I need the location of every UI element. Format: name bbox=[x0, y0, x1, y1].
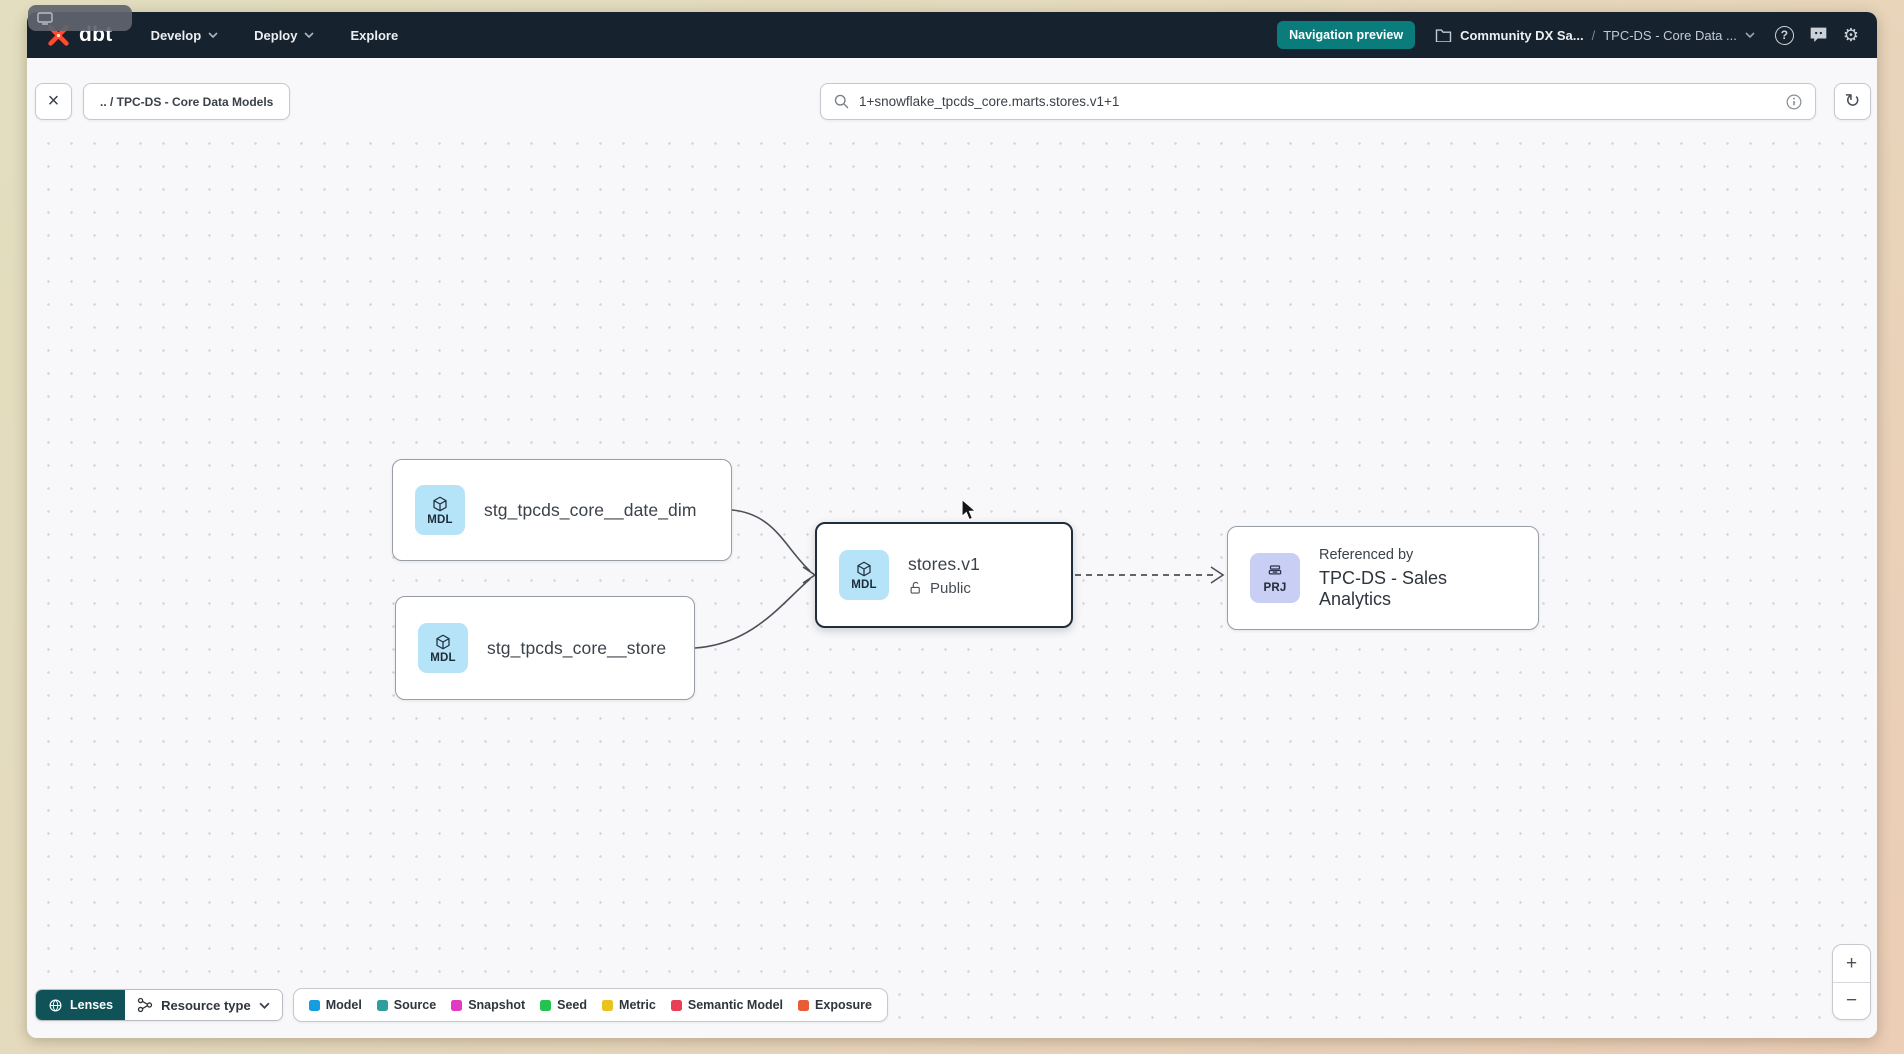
node-stg-tpcds-core-store[interactable]: MDL stg_tpcds_core__store bbox=[395, 596, 695, 700]
close-lineage-button[interactable]: × bbox=[35, 83, 72, 120]
badge-label: MDL bbox=[427, 514, 453, 526]
zoom-in-button[interactable]: + bbox=[1833, 945, 1870, 982]
lineage-breadcrumb-chip[interactable]: .. / TPC-DS - Core Data Models bbox=[83, 83, 290, 120]
zoom-out-button[interactable]: − bbox=[1833, 982, 1870, 1019]
lenses-button[interactable]: Lenses bbox=[36, 990, 125, 1020]
menu-explore-label: Explore bbox=[350, 28, 398, 43]
legend-item-snapshot: Snapshot bbox=[451, 998, 525, 1012]
search-icon bbox=[833, 93, 850, 110]
breadcrumb-separator: / bbox=[1592, 28, 1596, 43]
info-icon[interactable] bbox=[1785, 93, 1803, 111]
lens-icon bbox=[48, 998, 63, 1013]
node-label: stg_tpcds_core__store bbox=[487, 638, 666, 659]
node-label: TPC-DS - Sales Analytics bbox=[1319, 568, 1516, 610]
legend-item-model: Model bbox=[309, 998, 362, 1012]
breadcrumb-section[interactable]: TPC-DS - Core Data ... bbox=[1603, 28, 1737, 43]
lineage-selector-input[interactable] bbox=[859, 94, 1776, 109]
cube-icon bbox=[434, 633, 452, 651]
folder-icon bbox=[1435, 28, 1452, 42]
badge-label: MDL bbox=[851, 579, 877, 591]
legend-swatch bbox=[671, 1000, 682, 1011]
legend-swatch bbox=[377, 1000, 388, 1011]
legend-item-seed: Seed bbox=[540, 998, 587, 1012]
legend-label: Metric bbox=[619, 998, 656, 1012]
refresh-button[interactable]: ↻ bbox=[1834, 83, 1871, 120]
navigation-preview-badge[interactable]: Navigation preview bbox=[1277, 21, 1415, 49]
top-navbar: dbt Develop Deploy Explore Navigation pr… bbox=[27, 12, 1877, 58]
legend-swatch bbox=[451, 1000, 462, 1011]
lock-open-icon bbox=[908, 580, 923, 596]
legend-label: Exposure bbox=[815, 998, 872, 1012]
navbar-right: Navigation preview Community DX Sa... / … bbox=[1277, 21, 1859, 49]
chevron-down-icon[interactable] bbox=[1745, 32, 1755, 38]
monitor-icon bbox=[37, 12, 53, 25]
zoom-controls: + − bbox=[1832, 944, 1871, 1020]
model-badge: MDL bbox=[418, 623, 468, 673]
badge-label: PRJ bbox=[1264, 582, 1287, 594]
graph-icon bbox=[137, 997, 153, 1013]
legend-label: Snapshot bbox=[468, 998, 525, 1012]
lineage-canvas[interactable]: × .. / TPC-DS - Core Data Models ↻ MDL bbox=[27, 58, 1877, 1038]
project-breadcrumb[interactable]: Community DX Sa... / TPC-DS - Core Data … bbox=[1435, 28, 1755, 43]
node-stores-v1[interactable]: MDL stores.v1 Public bbox=[815, 522, 1073, 628]
help-icon[interactable]: ? bbox=[1775, 26, 1794, 45]
menu-deploy[interactable]: Deploy bbox=[254, 28, 314, 43]
legend-label: Model bbox=[326, 998, 362, 1012]
legend-label: Semantic Model bbox=[688, 998, 783, 1012]
lineage-search-bar bbox=[820, 83, 1816, 120]
cube-icon bbox=[431, 495, 449, 513]
lenses-label: Lenses bbox=[70, 998, 113, 1012]
legend-swatch bbox=[798, 1000, 809, 1011]
chevron-down-icon bbox=[304, 32, 314, 38]
node-kicker: Referenced by bbox=[1319, 547, 1516, 563]
cube-icon bbox=[855, 560, 873, 578]
resource-type-dropdown[interactable]: Resource type bbox=[125, 990, 282, 1020]
legend-item-metric: Metric bbox=[602, 998, 656, 1012]
node-stg-tpcds-core-date-dim[interactable]: MDL stg_tpcds_core__date_dim bbox=[392, 459, 732, 561]
project-badge: PRJ bbox=[1250, 553, 1300, 603]
screen-capture-indicator bbox=[28, 5, 132, 31]
app-window: dbt Develop Deploy Explore Navigation pr… bbox=[27, 12, 1877, 1038]
breadcrumb-project[interactable]: Community DX Sa... bbox=[1460, 28, 1584, 43]
lens-controls: Lenses Resource type bbox=[35, 989, 283, 1021]
legend-label: Source bbox=[394, 998, 436, 1012]
legend-swatch bbox=[540, 1000, 551, 1011]
feedback-icon[interactable] bbox=[1809, 26, 1828, 44]
legend-swatch bbox=[309, 1000, 320, 1011]
menu-develop-label: Develop bbox=[151, 28, 202, 43]
legend-item-source: Source bbox=[377, 998, 436, 1012]
canvas-footer-controls: Lenses Resource type Model bbox=[35, 988, 888, 1022]
resource-type-label: Resource type bbox=[161, 998, 251, 1013]
chevron-down-icon bbox=[208, 32, 218, 38]
menu-explore[interactable]: Explore bbox=[350, 28, 398, 43]
node-label: stg_tpcds_core__date_dim bbox=[484, 500, 697, 521]
legend-item-semantic-model: Semantic Model bbox=[671, 998, 783, 1012]
node-label: stores.v1 bbox=[908, 554, 980, 575]
visibility-label: Public bbox=[930, 580, 971, 597]
stack-icon bbox=[1266, 563, 1284, 581]
main-menu: Develop Deploy Explore bbox=[151, 28, 399, 43]
model-badge: MDL bbox=[415, 485, 465, 535]
gear-icon[interactable]: ⚙ bbox=[1843, 26, 1859, 44]
model-badge: MDL bbox=[839, 550, 889, 600]
menu-deploy-label: Deploy bbox=[254, 28, 297, 43]
legend-label: Seed bbox=[557, 998, 587, 1012]
resource-type-legend: Model Source Snapshot Seed Metric bbox=[293, 988, 888, 1022]
legend-item-exposure: Exposure bbox=[798, 998, 872, 1012]
node-referenced-by-sales-analytics[interactable]: PRJ Referenced by TPC-DS - Sales Analyti… bbox=[1227, 526, 1539, 630]
menu-develop[interactable]: Develop bbox=[151, 28, 219, 43]
navbar-icons: ? ⚙ bbox=[1775, 26, 1859, 45]
badge-label: MDL bbox=[430, 652, 456, 664]
chevron-down-icon bbox=[259, 1002, 270, 1009]
node-visibility: Public bbox=[908, 580, 980, 597]
legend-swatch bbox=[602, 1000, 613, 1011]
